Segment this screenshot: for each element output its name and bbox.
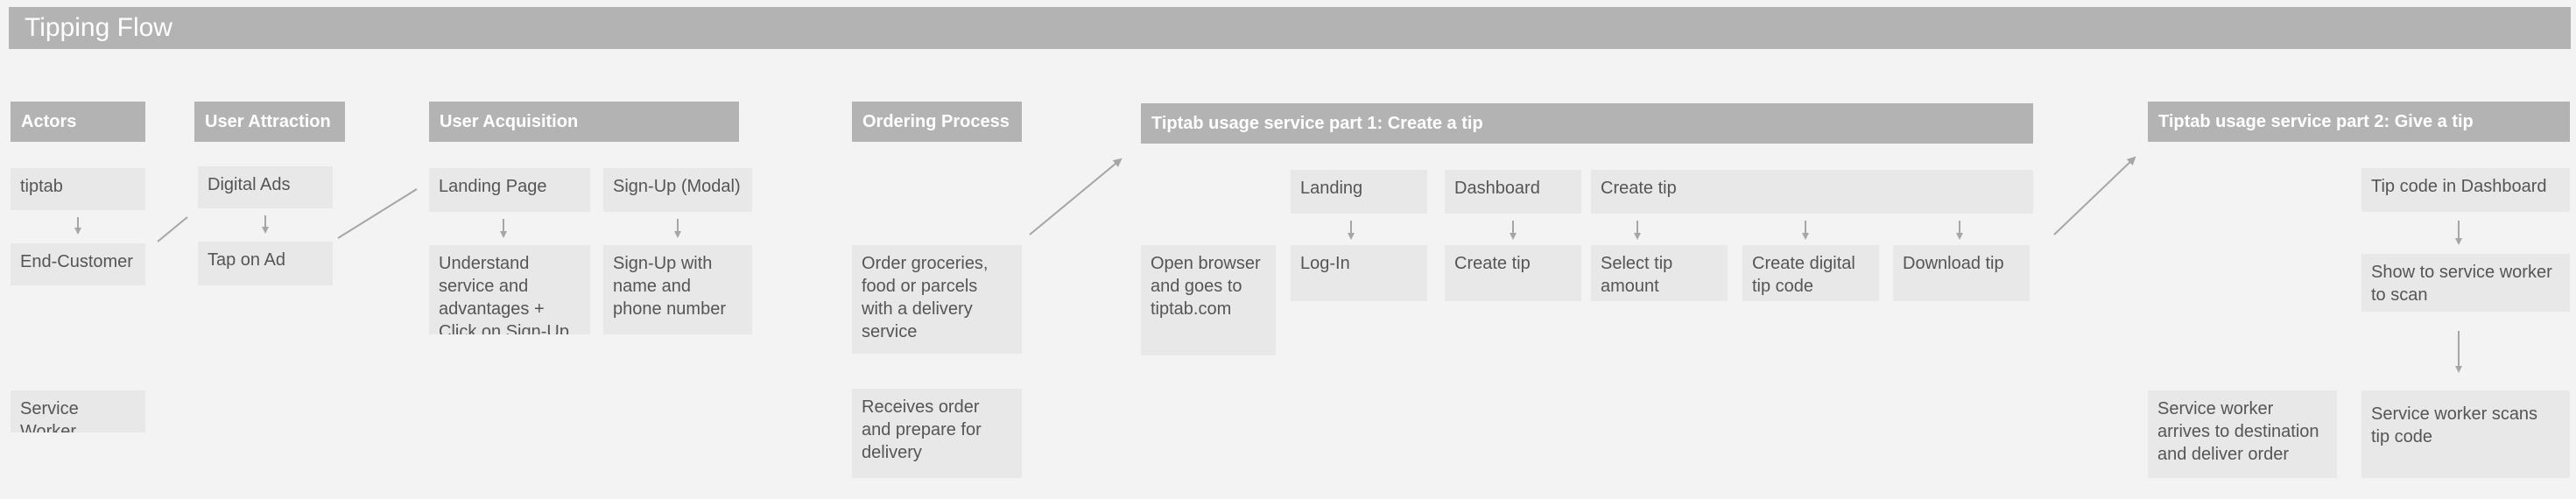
line-customer-to-ads [157,216,188,242]
box-landing: Landing [1291,170,1427,214]
box-order-groceries: Order groceries, food or parcels with a … [852,245,1022,354]
box-download-tip: Download tip [1893,245,2030,301]
box-show-to-worker: Show to service worker to scan [2361,254,2570,312]
box-create-digital-code: Create digital tip code [1742,245,1879,301]
box-digital-ads: Digital Ads [198,166,333,208]
header-user-acquisition: User Acquisition [429,102,739,142]
box-select-tip-amount: Select tip amount [1591,245,1728,301]
box-tip-code-dashboard: Tip code in Dashboard [2361,168,2570,212]
box-worker-arrives: Service worker arrives to destination an… [2148,390,2337,478]
box-worker-scans: Service worker scans tip code [2361,390,2570,478]
box-dashboard: Dashboard [1445,170,1581,214]
page-title: Tipping Flow [9,7,2571,49]
box-create-tip-step: Create tip [1445,245,1581,301]
box-understand-service: Understand service and advantages + Clic… [429,245,590,334]
header-give-tip: Tiptab usage service part 2: Give a tip [2148,102,2570,142]
header-create-tip: Tiptab usage service part 1: Create a ti… [1141,103,2033,144]
actor-end-customer: End-Customer [11,243,145,285]
box-signup-modal: Sign-Up (Modal) [603,168,752,212]
arrow-ordering-to-create-tip [1029,158,1123,235]
actor-service-worker: Service Worker [11,390,145,432]
box-landing-page: Landing Page [429,168,590,212]
box-login: Log-In [1291,245,1427,301]
box-tap-on-ad: Tap on Ad [198,242,333,285]
actor-tiptab: tiptab [11,168,145,210]
box-receives-order: Receives order and prepare for delivery [852,389,1022,478]
line-tap-to-landing [337,188,418,239]
box-open-browser: Open browser and goes to tiptab.com [1141,245,1276,355]
header-actors: Actors [11,102,145,142]
box-create-tip-group: Create tip [1591,170,2033,214]
box-signup-with: Sign-Up with name and phone number [603,245,752,334]
header-user-attraction: User Attraction [194,102,345,142]
header-ordering-process: Ordering Process [852,102,1022,142]
arrow-create-tip-to-give-tip [2053,156,2136,235]
